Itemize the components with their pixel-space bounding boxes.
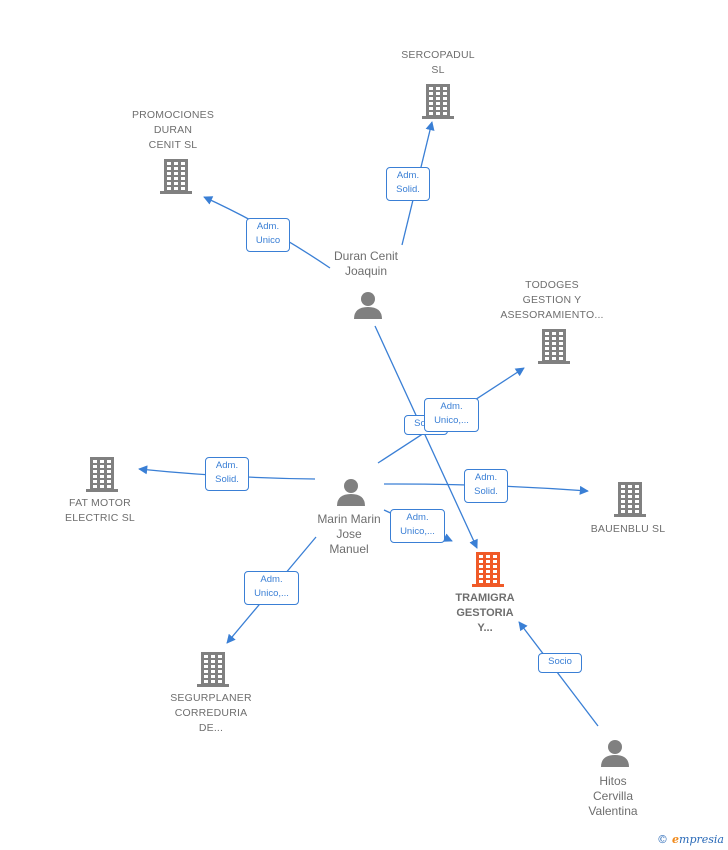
edge-label-hitos-to-tramigra[interactable]: Socio	[538, 653, 582, 673]
edge-label-marin-to-todoges[interactable]: Adm. Unico,...	[424, 398, 479, 432]
person-icon[interactable]	[601, 740, 629, 767]
node-label-bauenblu[interactable]: BAUENBLU SL	[590, 523, 666, 535]
brand-initial: e	[672, 833, 680, 846]
building-icon[interactable]	[86, 457, 118, 492]
node-label-tramigra[interactable]: TRAMIGRA GESTORIA Y...	[455, 592, 515, 634]
person-icon[interactable]	[337, 479, 365, 506]
edge-label-duran-to-promociones[interactable]: Adm. Unico	[246, 218, 290, 252]
node-label-sercopadul[interactable]: SERCOPADUL SL	[401, 49, 475, 76]
edge-label-marin-to-fatmotor[interactable]: Adm. Solid.	[205, 457, 249, 491]
node-label-duran[interactable]: Duran Cenit Joaquin	[333, 249, 399, 278]
building-icon[interactable]	[614, 482, 646, 517]
node-label-hitos[interactable]: Hitos Cervilla Valentina	[588, 774, 638, 818]
focus-building-icon[interactable]	[472, 552, 504, 587]
node-label-segurplaner[interactable]: SEGURPLANER CORREDURIA DE...	[170, 692, 252, 734]
building-icon[interactable]	[160, 159, 192, 194]
node-label-promociones[interactable]: PROMOCIONES DURAN CENIT SL	[131, 109, 215, 151]
icons-layer	[86, 84, 646, 767]
node-label-marin[interactable]: Marin Marin Jose Manuel	[317, 512, 381, 556]
building-icon[interactable]	[538, 329, 570, 364]
edge-label-duran-to-sercopadul[interactable]: Adm. Solid.	[386, 167, 430, 201]
edge-duran-to-tramigra	[374, 325, 478, 549]
edge-label-marin-to-tramigra[interactable]: Adm. Unico,...	[390, 509, 445, 543]
person-icon[interactable]	[354, 292, 382, 319]
edge-hitos-to-tramigra	[518, 621, 599, 727]
empresia-brand[interactable]: ©empresia	[657, 833, 724, 846]
building-icon[interactable]	[197, 652, 229, 687]
building-icon[interactable]	[422, 84, 454, 119]
node-label-fatmotor[interactable]: FAT MOTOR ELECTRIC SL	[65, 497, 135, 524]
edge-label-marin-to-segurplaner[interactable]: Adm. Unico,...	[244, 571, 299, 605]
copyright-symbol: ©	[657, 833, 669, 846]
brand-name: mpresia	[679, 833, 724, 846]
edge-label-marin-to-bauenblu[interactable]: Adm. Solid.	[464, 469, 508, 503]
node-label-todoges[interactable]: TODOGES GESTION Y ASESORAMIENTO...	[500, 279, 604, 321]
